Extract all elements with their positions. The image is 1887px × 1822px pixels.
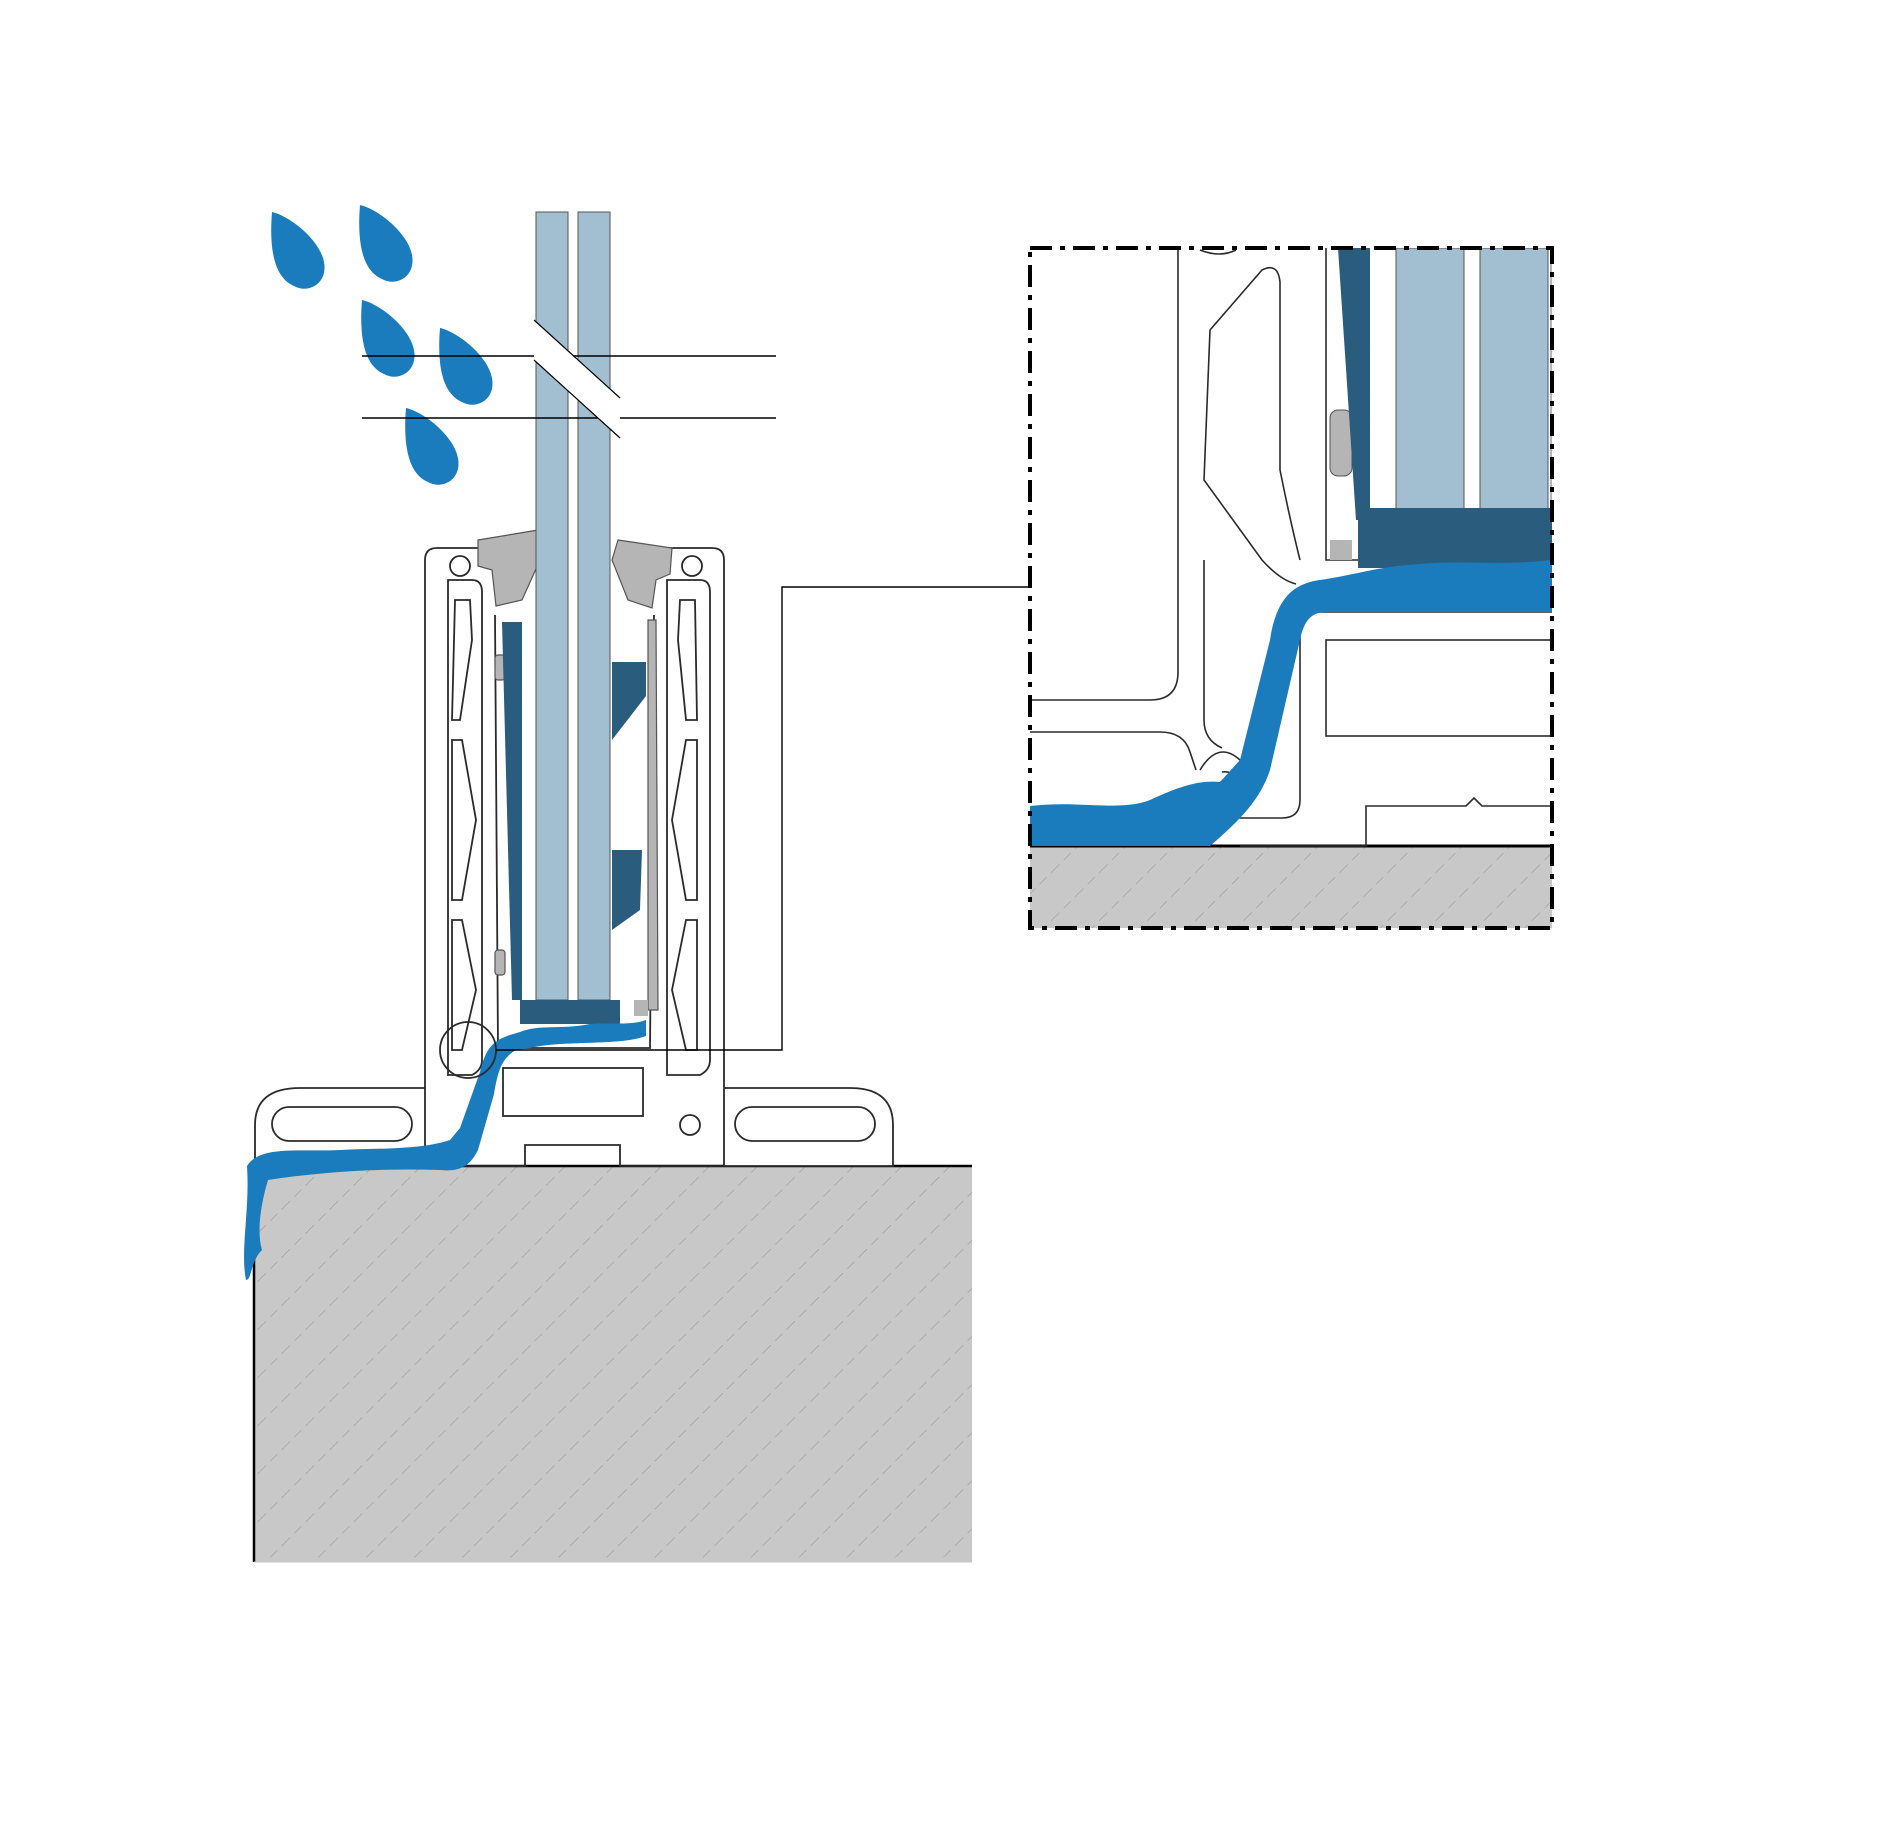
screw-channel [679,1114,701,1136]
right-wedge-lower [612,850,642,930]
right-wedge-upper [612,662,646,740]
drainage-chamber [502,1067,644,1117]
glass-panel [535,211,611,1001]
side-gasket-bump [494,949,506,976]
left-cavity [451,739,477,901]
right-cavity [677,599,698,721]
screw-channel [681,555,703,577]
leader-line [496,586,1030,1051]
glass-break-symbol [362,319,776,439]
rain-drop [359,205,413,282]
left-cavity [451,599,473,721]
setting-block [520,1000,620,1024]
rain-drop [271,212,325,289]
right-flange-slot [734,1106,876,1142]
left-flange-slot [271,1106,413,1142]
rain-drop [439,328,493,405]
detail-view-box [1028,246,1554,930]
left-cavity [451,919,477,1051]
detail-water-path [1030,560,1552,846]
concrete-substrate [252,1164,972,1562]
rain-drop [405,408,459,485]
left-wedge-strip [502,622,522,1000]
water-drainage-path [244,1020,647,1280]
profile-outline [254,547,894,1167]
glazing-gaskets [477,529,673,1011]
right-cavity [671,739,698,901]
rain-drops [271,205,493,485]
wedge-blocks [502,622,646,1024]
top-gasket-right [611,539,673,609]
screw-channel [449,555,471,577]
base-profile [254,547,894,1167]
side-gasket-right [647,619,659,1011]
rain-drop [361,300,415,377]
